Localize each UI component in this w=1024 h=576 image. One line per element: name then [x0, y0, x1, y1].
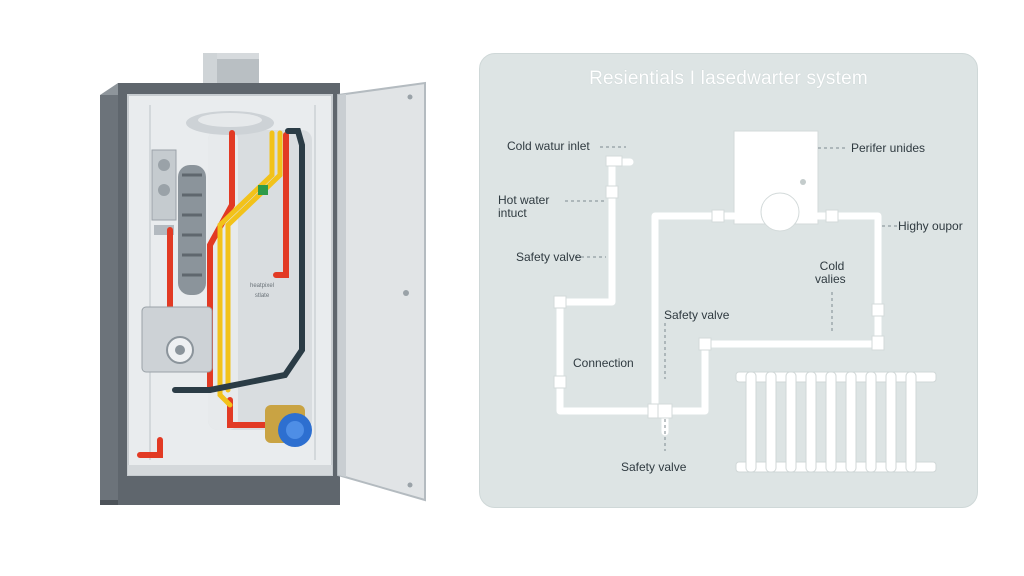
label-safety-valve-bottom: Safety valve: [621, 460, 687, 474]
schematic-panel: Resientials I lasedwarter system Cold wa…: [479, 53, 978, 508]
schematic-svg: [553, 130, 937, 473]
pipe-fittings: [553, 155, 885, 419]
water-heater-illustration: heatpixel stlate: [90, 45, 440, 515]
label-safety-valve-mid: Safety valve: [664, 308, 730, 322]
gas-pipes: [217, 130, 283, 408]
label-safety-valve-left: Safety valve: [516, 250, 582, 264]
boiler-unit: [733, 130, 819, 232]
diagram-title: Resientials I lasedwarter system: [589, 68, 868, 89]
tank-label-line1: heatpixel: [250, 283, 274, 289]
tank-label-line2: stlate: [255, 293, 270, 299]
door-handle: [403, 290, 409, 296]
water-heater-svg: heatpixel stlate: [100, 53, 426, 505]
control-box: [141, 306, 213, 373]
label-cold-valves-line1: Cold: [819, 259, 845, 273]
radiator: [735, 371, 937, 473]
label-connection: Connection: [573, 356, 634, 370]
leader-lines: [565, 146, 900, 451]
label-cold-water-inlet: Cold watur inlet: [507, 139, 590, 153]
valve-assembly: [151, 149, 177, 235]
label-hot-water-line1: Hot water: [498, 193, 550, 207]
label-perifer-unides: Perifer unides: [851, 141, 926, 155]
label-cold-valves-line2: valies: [815, 272, 846, 286]
cold-water-pipe: [172, 128, 305, 393]
heat-exchanger-coil: [178, 165, 206, 295]
pump: [265, 405, 312, 447]
label-hot-water-line2: intuct: [498, 206, 527, 220]
label-highy-oupor: Highy oupor: [898, 219, 963, 233]
cabinet-door: [337, 81, 426, 502]
status-sticker: [258, 185, 268, 195]
tank-label: heatpixel stlate: [250, 283, 274, 299]
